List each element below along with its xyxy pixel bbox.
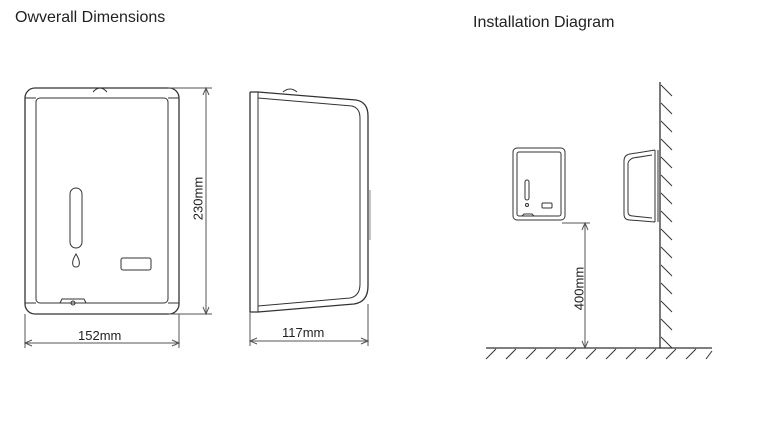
installation-front-dispenser (512, 147, 566, 221)
width-dimension-label: 152mm (78, 328, 122, 343)
front-view-dispenser (24, 87, 180, 315)
viewing-window (69, 187, 83, 249)
install-height-dimension-line (562, 221, 590, 350)
width-dimension-line (23, 314, 181, 348)
depth-dimension-line (248, 304, 370, 346)
overall-dimensions-title: Owverall Dimensions (15, 9, 166, 26)
floor (485, 347, 713, 360)
installation-diagram-title: Installation Diagram (473, 14, 615, 31)
nozzle-icon (59, 298, 87, 304)
depth-dimension-label: 117mm (282, 325, 325, 340)
side-view-dispenser (249, 88, 371, 313)
height-dimension-line (168, 86, 212, 316)
drop-icon (72, 253, 80, 268)
installation-side-dispenser (623, 149, 659, 223)
wall (659, 82, 673, 349)
top-lock-icon (92, 87, 108, 93)
sensor-window (120, 257, 152, 271)
